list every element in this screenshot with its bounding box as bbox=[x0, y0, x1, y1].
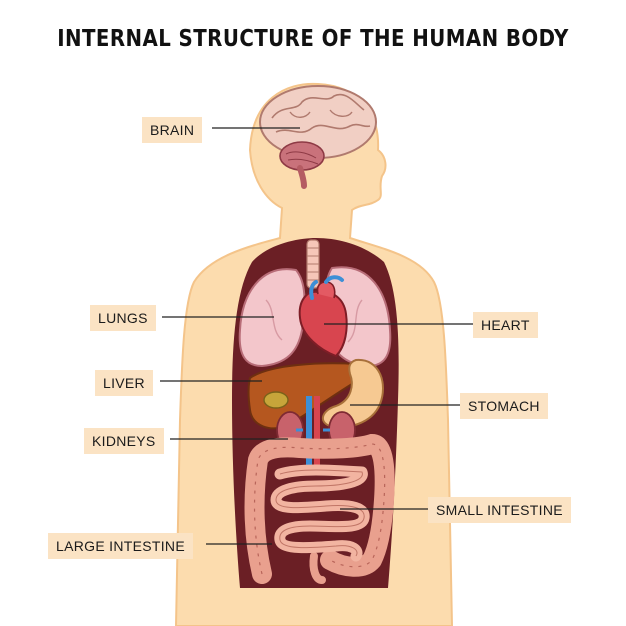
liver-label: LIVER bbox=[95, 370, 153, 396]
trachea bbox=[306, 239, 320, 289]
large-intestine-illustration bbox=[244, 433, 395, 584]
stomach-illustration bbox=[321, 358, 384, 429]
small-intestine-label: SMALL INTESTINE bbox=[428, 497, 571, 523]
large-intestine-label: LARGE INTESTINE bbox=[48, 533, 193, 559]
page-title: INTERNAL STRUCTURE OF THE HUMAN BODY bbox=[57, 26, 569, 52]
leader-lines bbox=[160, 127, 474, 545]
brain-illustration bbox=[259, 85, 377, 189]
stomach-label: STOMACH bbox=[460, 393, 548, 419]
heart-label: HEART bbox=[473, 312, 538, 338]
liver-illustration bbox=[247, 362, 365, 430]
lungs-label: LUNGS bbox=[90, 305, 156, 331]
kidneys-label: KIDNEYS bbox=[84, 428, 164, 454]
heart-illustration bbox=[298, 275, 348, 358]
brain-label: BRAIN bbox=[142, 117, 203, 143]
small-intestine-illustration bbox=[270, 464, 370, 562]
